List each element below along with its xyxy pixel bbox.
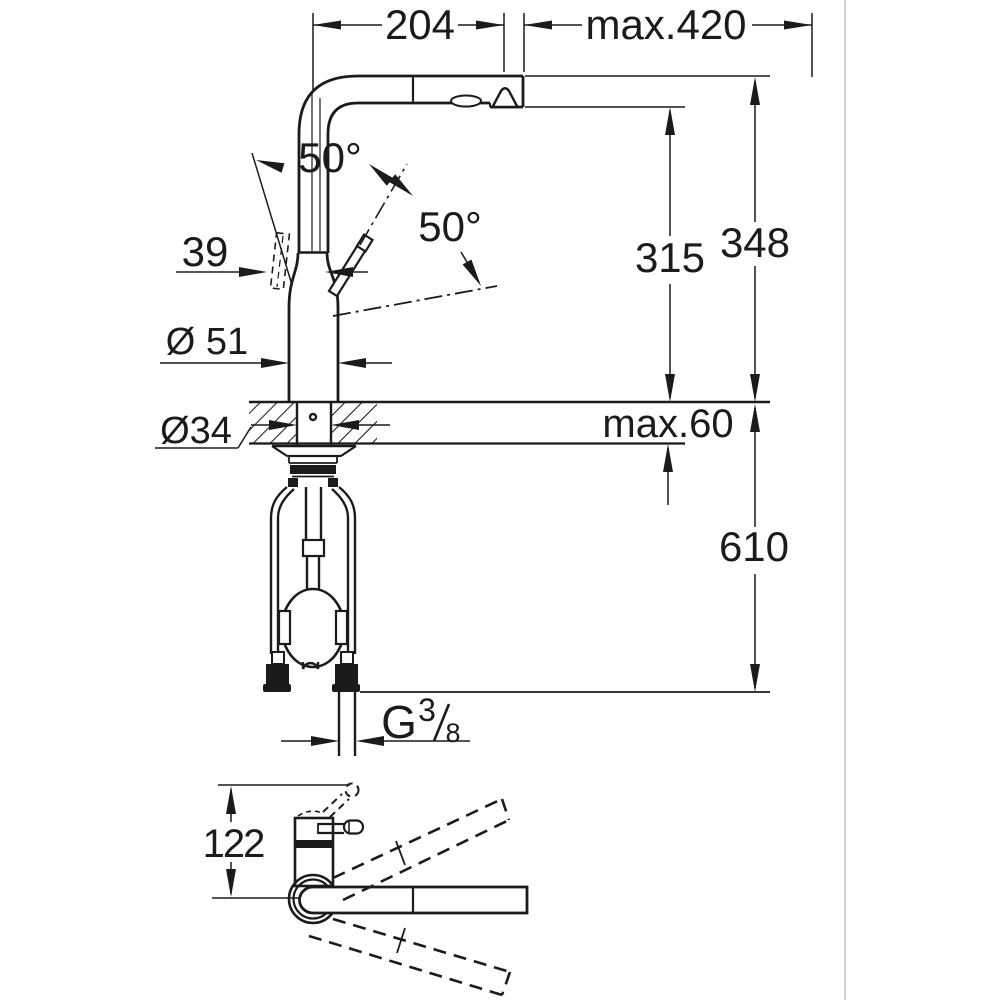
dim-mounting-hole-diameter-label: Ø34 (160, 410, 232, 452)
lever-axis-down (332, 285, 498, 317)
angle-arrow-2 (369, 164, 394, 186)
swivel-tick-upper (395, 840, 406, 866)
dim-under-counter-depth-label: 610 (719, 523, 789, 570)
dim-spout-outlet-height-label: 315 (635, 234, 705, 281)
angle-arrow-1 (256, 160, 285, 173)
hose-collar (301, 538, 326, 558)
dim-counter-thickness-label: max.60 (602, 402, 733, 446)
dim-under-counter-depth: 610 (719, 404, 789, 692)
dim-handle-offset: 39 (176, 228, 368, 277)
swivel-range-upper-dashed (332, 797, 511, 902)
dim-pullout-extension: max.420 (524, 1, 812, 48)
angle-arrow-3 (388, 174, 413, 196)
shank-screw-dot (308, 412, 318, 422)
swivel-tick-lower (396, 927, 406, 954)
hose-right-outer (338, 486, 357, 654)
dim-handle-angle-top-label: 50° (298, 134, 362, 181)
hose-left-outer (269, 486, 288, 654)
top-view-spout (287, 873, 529, 925)
locknut-band (290, 465, 336, 474)
dim-overall-height: 348 (720, 77, 790, 402)
faucet-body (287, 252, 340, 402)
front-elevation (249, 74, 770, 756)
lever-axis-left (251, 152, 293, 286)
dim-spout-outlet-height: 315 (635, 107, 705, 402)
top-view-handle (317, 819, 365, 835)
dim-handle-offset-label: 39 (182, 228, 229, 275)
spout (297, 74, 525, 254)
spray-release-button (450, 94, 482, 108)
dim-thread: G 3 8 (281, 692, 470, 748)
linear-dimensions: 204 max.420 348 315 (155, 1, 813, 748)
dim-body-diameter: Ø 51 (160, 321, 392, 368)
hose-weight (277, 587, 349, 669)
handle-lever-cap (355, 232, 374, 254)
dim-handle-angle-right-label: 50° (418, 203, 482, 250)
thread-fraction-slash (432, 703, 451, 742)
thread-denominator-label: 8 (445, 718, 460, 748)
angle-annotations: 50° 50° (251, 134, 498, 317)
handle-lever (327, 232, 374, 298)
dim-spout-reach: 204 (312, 1, 813, 90)
dim-body-diameter-label: Ø 51 (166, 321, 248, 363)
top-view: 122 (203, 782, 529, 997)
angle-arrow-4 (462, 259, 481, 286)
lever-axis-up (359, 163, 408, 246)
dim-pullout-extension-label: max.420 (585, 1, 746, 48)
swivel-range-lower-dashed (308, 917, 512, 997)
handle-lever-phantom (269, 231, 291, 291)
supply-nut-left (263, 651, 291, 692)
pullout-hose-end (301, 661, 320, 670)
mounting-hose-assembly (263, 444, 770, 756)
dim-overall-height-label: 348 (720, 219, 790, 266)
dim-mounting-hole-diameter: Ø34 (155, 410, 390, 452)
top-view-handle-phantom (322, 782, 360, 818)
thread-g-label: G (381, 696, 417, 748)
spray-head-nozzle (490, 87, 520, 109)
dim-top-view-depth-label: 122 (203, 822, 264, 866)
supply-nut-right (332, 651, 360, 692)
dim-spout-reach-label: 204 (385, 1, 455, 48)
thread-numerator-label: 3 (418, 692, 436, 728)
dim-counter-thickness: max.60 (602, 402, 734, 505)
top-view-body (293, 782, 365, 888)
